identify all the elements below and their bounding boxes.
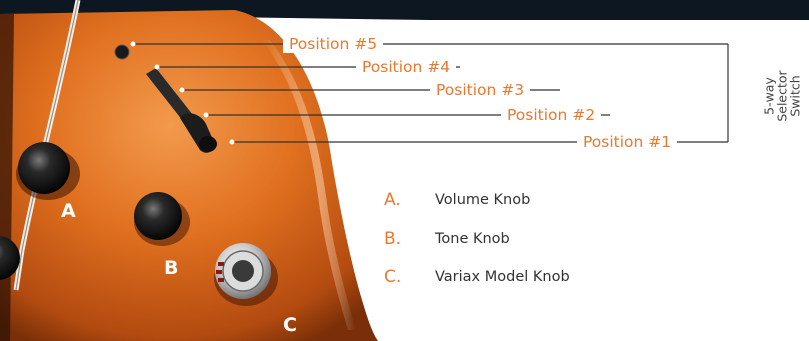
position-2-label: Position #2 — [501, 106, 601, 124]
position-3-label: Position #3 — [430, 81, 530, 99]
knob-a-letter: A — [61, 200, 76, 222]
knob-b-letter: B — [164, 257, 178, 279]
position-5-label: Position #5 — [283, 35, 383, 53]
knob-c-letter: C — [283, 314, 297, 336]
position-4-label: Position #4 — [356, 58, 456, 76]
switch-screw — [115, 45, 129, 59]
selector-switch-caption: 5-way Selector Switch — [756, 40, 808, 152]
legend-text-tone: Tone Knob — [435, 231, 510, 247]
caption-line-3: Switch — [789, 70, 802, 121]
position-1-label: Position #1 — [577, 133, 677, 151]
legend-letter-c: C. — [384, 267, 401, 287]
knob-a — [18, 142, 70, 194]
legend-text-model: Variax Model Knob — [435, 269, 570, 285]
legend-text-volume: Volume Knob — [435, 192, 530, 208]
legend-letter-a: A. — [384, 190, 401, 210]
knob-b — [134, 192, 182, 240]
legend-letter-b: B. — [384, 229, 401, 249]
